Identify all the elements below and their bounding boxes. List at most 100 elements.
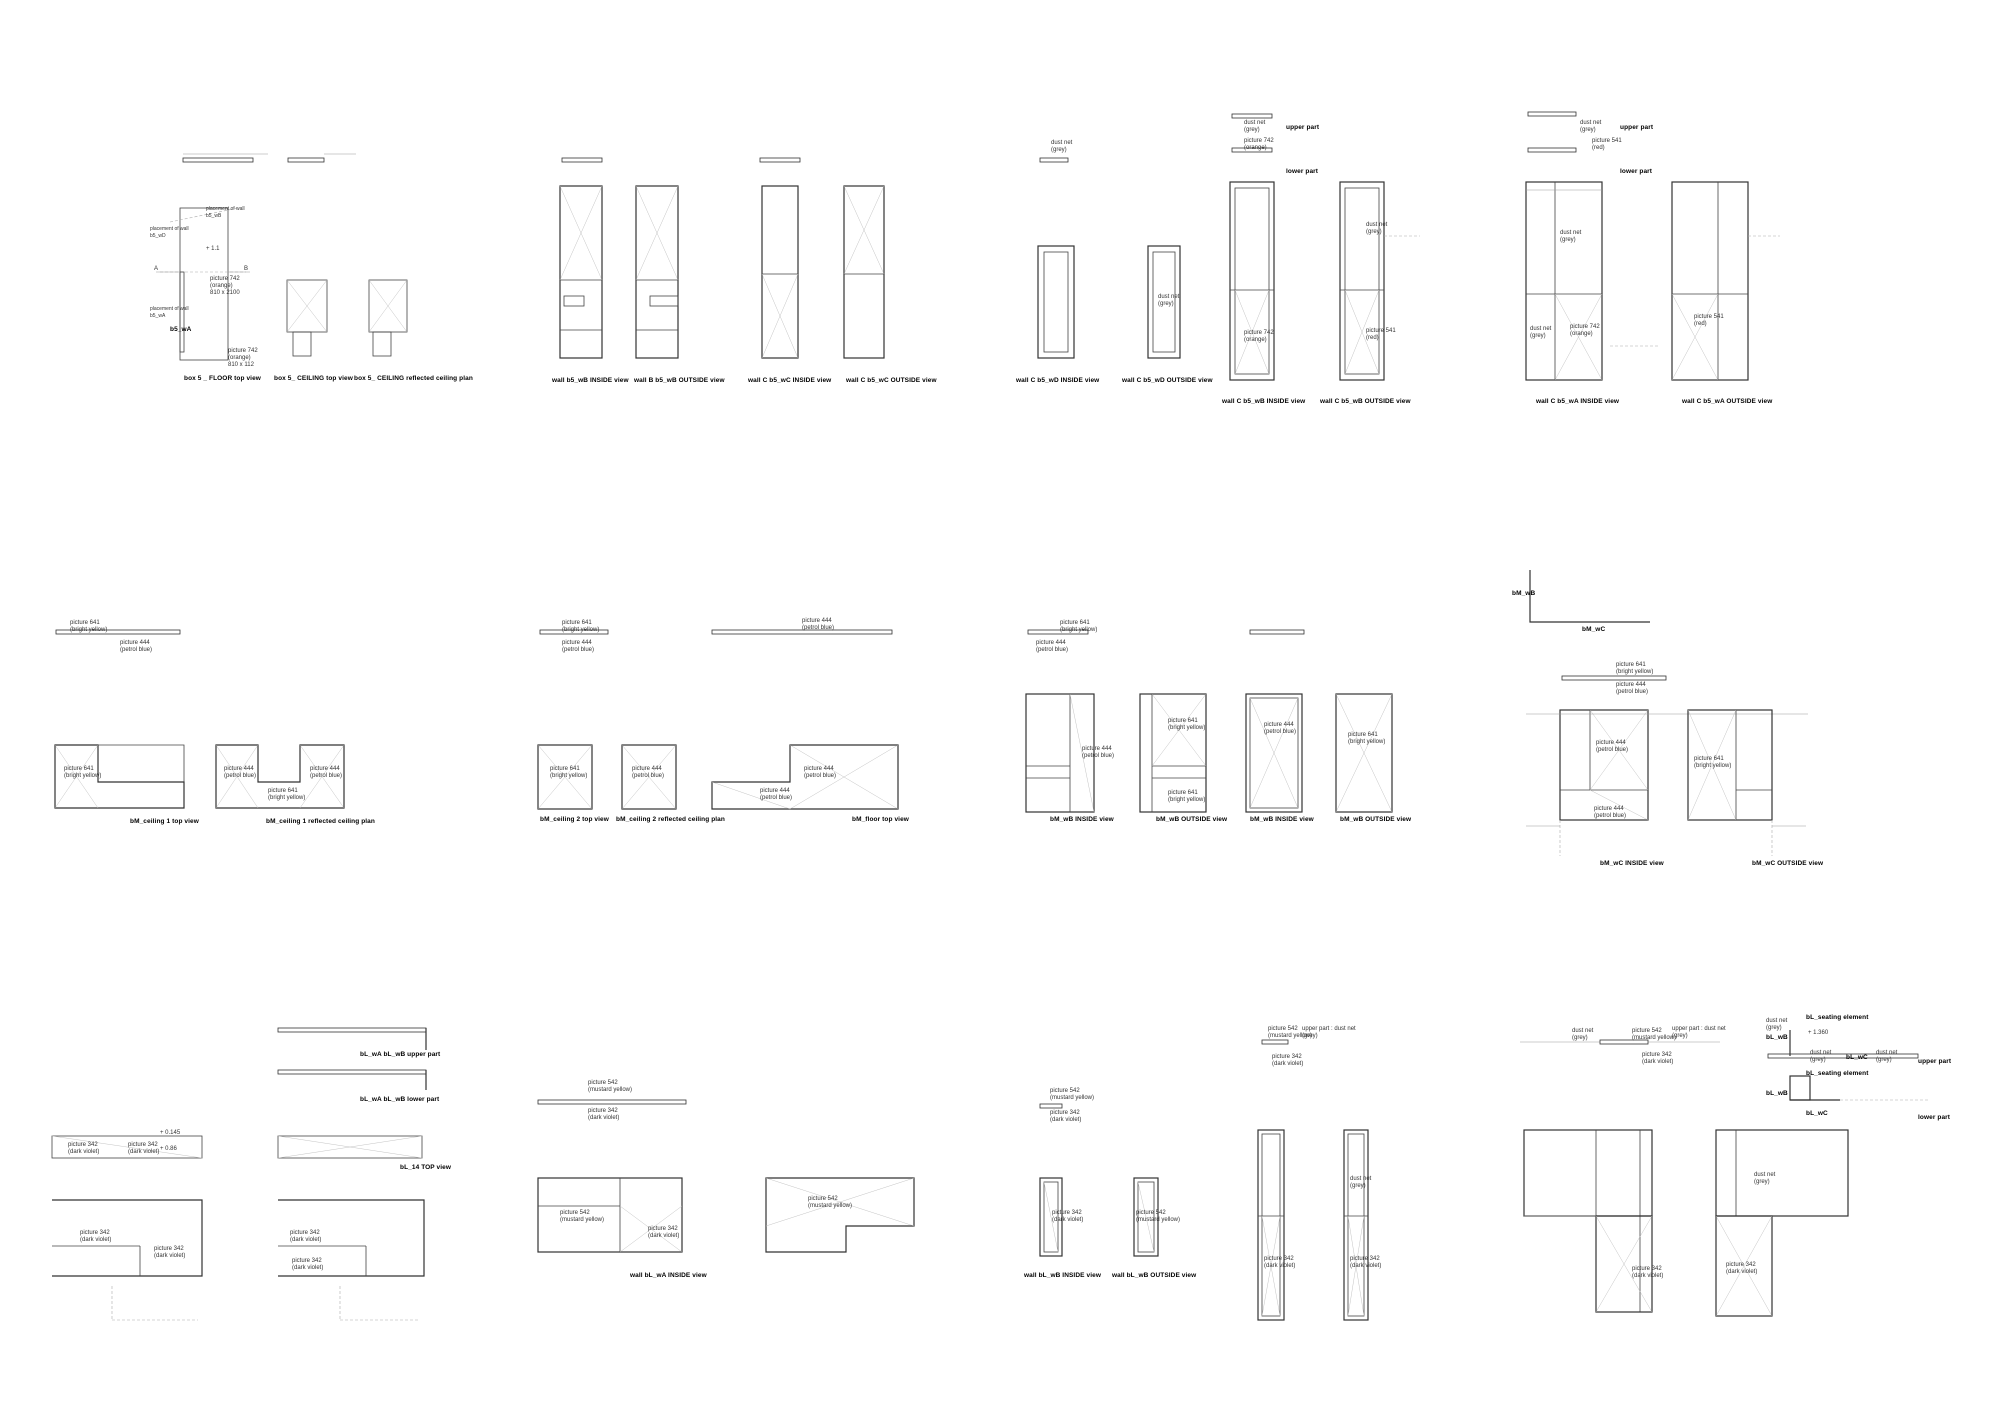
caption-bM-ceiling2-reflected: bM_ceiling 2 reflected ceiling plan — [616, 816, 725, 823]
box5-ceiling-reflected — [368, 279, 408, 357]
wallB-section-bars — [561, 157, 801, 163]
label-bM-wB: bM_wB — [1512, 590, 1536, 597]
label-dust-net-5: dust net (grey) — [1580, 120, 1602, 133]
caption-bL-lower: bL_wA bL_wB lower part — [360, 1096, 440, 1103]
caption-wallC-wc-outside: wall C b5_wC OUTSIDE view — [846, 377, 937, 384]
label-dust-net-1: dust net (grey) — [1051, 140, 1073, 153]
label-pic641-j: picture 641 (bright yellow) — [1616, 662, 1654, 675]
caption-bM-wB2-outside: bM_wB OUTSIDE view — [1340, 816, 1412, 823]
caption-wallC-wc-inside: wall C b5_wC INSIDE view — [748, 377, 832, 384]
wallC-wd-outside — [1147, 245, 1181, 359]
label-pic541-b: picture 541 (red) — [1592, 138, 1622, 151]
label-pic444-h: picture 444 (petrol blue) — [760, 788, 793, 801]
label-pic542-d: picture 542 (mustard yellow) — [1050, 1088, 1095, 1101]
label-b5-wA: b5_wA — [170, 326, 192, 333]
label-dust-net-10: dust net (grey) — [1766, 1018, 1788, 1031]
label-pic641-b: picture 641 (bright yellow) — [64, 766, 102, 779]
label-upper-part-2: upper part — [1620, 124, 1654, 131]
caption-wallB-inside: wall b5_wB INSIDE view — [552, 377, 629, 384]
caption-wallB-outside: wall B b5_wB OUTSIDE view — [634, 377, 725, 384]
label-pic444-a: picture 444 (petrol blue) — [120, 640, 153, 653]
label-pic342-f: picture 342 (dark violet) — [292, 1258, 324, 1271]
label-pic542-a: picture 542 (mustard yellow) — [588, 1080, 633, 1093]
bM-wC-outside — [1687, 709, 1806, 856]
bL-14-top — [51, 1135, 423, 1159]
box5-ceiling-top — [286, 279, 328, 357]
label-pic641-a: picture 641 (bright yellow) — [70, 620, 108, 633]
label-pic444-l: picture 444 (petrol blue) — [1616, 682, 1649, 695]
label-pic641-f: picture 641 (bright yellow) — [1060, 620, 1098, 633]
caption-wallC-wb-inside: wall C b5_wB INSIDE view — [1222, 398, 1306, 405]
label-dim-a: + 1.1 — [206, 246, 220, 252]
label-pic742-d: picture 742 (orange) — [1244, 330, 1274, 343]
caption-wallC-wb-outside: wall C b5_wB OUTSIDE view — [1320, 398, 1411, 405]
label-dust-net-9: dust net (grey) — [1572, 1028, 1594, 1041]
caption-bL-wB-inside: wall bL_wB INSIDE view — [1024, 1272, 1101, 1279]
caption-bL-14-top: bL_14 TOP view — [400, 1164, 452, 1171]
label-dim-d: + 1.360 — [1808, 1030, 1829, 1036]
label-bL-seating-2: bL_seating element — [1806, 1070, 1869, 1077]
bM-floor-top — [711, 744, 899, 810]
bM-ceiling2-top — [537, 744, 593, 810]
label-pic342-e: picture 342 (dark violet) — [290, 1230, 322, 1243]
section-bar-box5-ceiling — [287, 153, 356, 163]
caption-bM-wC-outside: bM_wC OUTSIDE view — [1752, 860, 1824, 867]
caption-bM-wB2-inside: bM_wB INSIDE view — [1250, 816, 1314, 823]
label-pic641-g: picture 641 (bright yellow) — [1168, 718, 1206, 731]
caption-wallC-wd-outside: wall C b5_wD OUTSIDE view — [1122, 377, 1213, 384]
label-placement-wall-2: placement of wall b5_wD — [150, 226, 189, 239]
bL-wB-outside — [1133, 1177, 1159, 1257]
caption-bM-ceiling1-top: bM_ceiling 1 top view — [130, 818, 199, 825]
label-pic342-l: picture 342 (dark violet) — [1264, 1256, 1296, 1269]
label-pic641-c: picture 641 (bright yellow) — [268, 788, 306, 801]
bL-wA-section — [537, 1099, 687, 1105]
label-bL-seating-1: bL_seating element — [1806, 1014, 1869, 1021]
label-pic342-b: picture 342 (dark violet) — [128, 1142, 160, 1155]
caption-box5-floor: box 5 _ FLOOR top view — [184, 375, 261, 382]
caption-wallC-wa-inside: wall C b5_wA INSIDE view — [1536, 398, 1620, 405]
bM-wB2-inside — [1245, 693, 1303, 813]
label-pic444-c: picture 444 (petrol blue) — [310, 766, 343, 779]
label-pic342-o: picture 342 (dark violet) — [1632, 1266, 1664, 1279]
wallC-wa-inside — [1525, 111, 1603, 381]
label-pic342-k: picture 342 (dark violet) — [1272, 1054, 1304, 1067]
label-upper-dust-2: upper part : dust net (grey) — [1672, 1026, 1726, 1039]
bL-wB-inside — [1039, 1103, 1063, 1257]
label-scale-b: B — [244, 266, 249, 272]
label-pic641-i: picture 641 (bright yellow) — [1348, 732, 1386, 745]
bM-wB-inside — [1025, 693, 1095, 813]
bM-ceiling2-reflected — [621, 744, 677, 810]
label-dust-net-12: dust net (grey) — [1876, 1050, 1898, 1063]
label-pic444-j: picture 444 (petrol blue) — [1082, 746, 1115, 759]
label-scale-a: A — [154, 266, 159, 272]
bM-ceiling1-reflected — [215, 744, 345, 809]
label-pic542-f: picture 542 (mustard yellow) — [1268, 1026, 1313, 1039]
label-dust-net-13: dust net (grey) — [1754, 1172, 1776, 1185]
bM-wB-section — [1027, 629, 1305, 635]
bL-seating-inside — [1523, 1129, 1653, 1313]
label-pic742-a: picture 742 (orange) 810 x 2100 — [210, 276, 240, 296]
caption-bM-wC-inside: bM_wC INSIDE view — [1600, 860, 1664, 867]
wallB-inside-elevation — [559, 185, 603, 359]
caption-bM-ceiling2-top: bM_ceiling 2 top view — [540, 816, 609, 823]
label-dim-b: + 0.145 — [160, 1130, 181, 1136]
label-dust-net-8: dust net (grey) — [1350, 1176, 1372, 1189]
label-pic342-g: picture 342 (dark violet) — [588, 1108, 620, 1121]
label-pic444-g: picture 444 (petrol blue) — [804, 766, 837, 779]
box5-floor-plan — [156, 207, 250, 361]
label-bL-wB: bL_wB — [1766, 1034, 1788, 1041]
label-placement-wall-3: placement of wall b5_wA — [150, 306, 189, 319]
label-pic742-e: picture 742 (orange) — [1570, 324, 1600, 337]
caption-box5-ceiling-reflected: box 5_ CEILING reflected ceiling plan — [354, 375, 473, 382]
label-bL-wC: bL_wC — [1846, 1054, 1868, 1061]
label-pic444-m: picture 444 (petrol blue) — [1596, 740, 1629, 753]
label-dust-net-4: dust net (grey) — [1366, 222, 1388, 235]
bL-wB-elev — [1257, 1039, 1369, 1321]
label-pic542-c: picture 542 (mustard yellow) — [808, 1196, 853, 1209]
label-pic342-a: picture 342 (dark violet) — [68, 1142, 100, 1155]
label-lower-part-1: lower part — [1286, 168, 1319, 175]
bL-wA-inside — [537, 1177, 683, 1253]
label-pic542-b: picture 542 (mustard yellow) — [560, 1210, 605, 1223]
